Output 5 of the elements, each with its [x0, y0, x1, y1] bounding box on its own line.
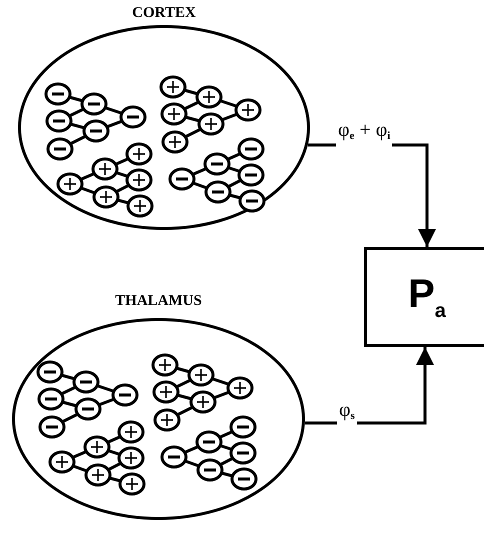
- region-heading: THALAMUS: [115, 292, 202, 310]
- region-heading: CORTEX: [132, 4, 196, 22]
- box-label: P$_{a}$: [408, 272, 446, 322]
- process-box: [364, 247, 484, 347]
- arrow: [304, 347, 434, 424]
